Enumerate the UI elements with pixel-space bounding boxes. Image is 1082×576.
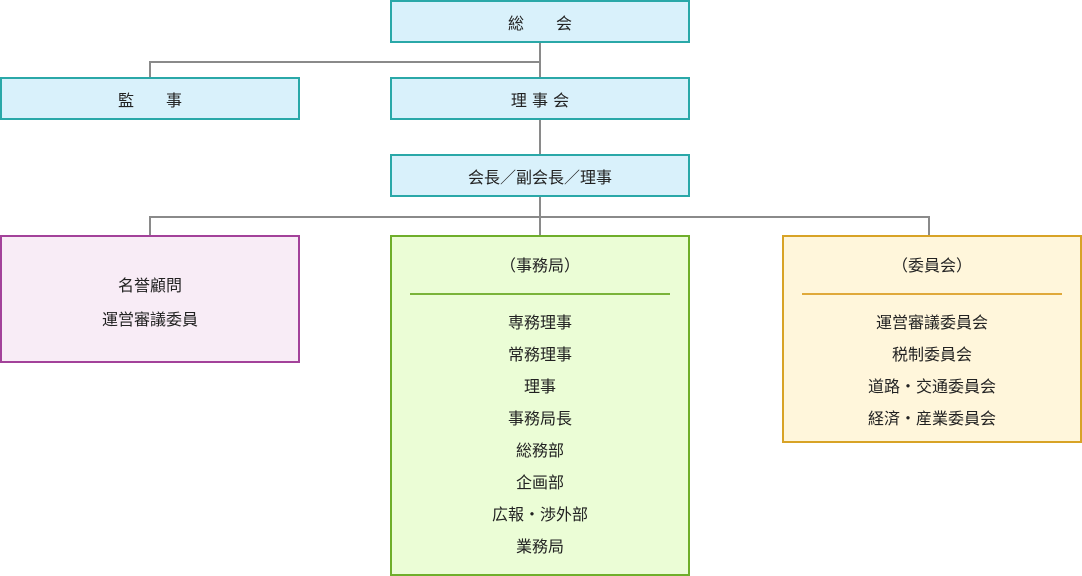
connector-assembly-to-board <box>539 42 541 78</box>
officers-box: 会長／副会長／理事 <box>390 154 690 197</box>
general-assembly-label: 総 会 <box>507 13 572 33</box>
auditor-label: 監 事 <box>117 90 182 110</box>
officers-label: 会長／副会長／理事 <box>467 167 612 187</box>
secretariat-item: 理事 <box>523 377 556 396</box>
secretariat-item: 事務局長 <box>507 409 572 428</box>
board-box: 理 事 会 <box>390 77 690 120</box>
secretariat-item: 専務理事 <box>507 313 572 332</box>
auditor-box: 監 事 <box>0 77 300 120</box>
committee-item: 経済・産業委員会 <box>867 409 996 428</box>
secretariat-item: 総務部 <box>515 441 564 460</box>
committee-item: 運営審議委員会 <box>875 313 988 332</box>
advisor-item: 運営審議委員 <box>101 310 198 329</box>
connector-advisors-drop <box>149 216 151 236</box>
committee-divider <box>802 293 1062 295</box>
secretariat-item: 企画部 <box>515 473 564 492</box>
board-label: 理 事 会 <box>510 90 570 110</box>
advisor-item: 名誉顧問 <box>117 276 182 295</box>
committee-item: 税制委員会 <box>891 345 972 364</box>
connector-committee-drop <box>928 216 930 236</box>
committee-panel: （委員会） 運営審議委員会 税制委員会 道路・交通委員会 経済・産業委員会 <box>782 235 1082 443</box>
secretariat-item: 広報・渉外部 <box>491 505 588 524</box>
secretariat-panel: （事務局） 専務理事 常務理事 理事 事務局長 総務部 企画部 広報・渉外部 業… <box>390 235 690 576</box>
advisors-panel: 名誉顧問 運営審議委員 <box>0 235 300 363</box>
committee-item: 道路・交通委員会 <box>867 377 996 396</box>
secretariat-divider <box>410 293 670 295</box>
secretariat-item: 常務理事 <box>507 345 572 364</box>
committee-title: （委員会） <box>891 256 972 275</box>
secretariat-title: （事務局） <box>499 256 580 275</box>
connector-auditor-drop <box>149 61 151 78</box>
general-assembly-box: 総 会 <box>390 0 690 43</box>
connector-bottom-branch <box>149 216 930 218</box>
connector-board-to-officers <box>539 119 541 155</box>
secretariat-item: 業務局 <box>515 537 564 556</box>
connector-auditor-branch <box>149 61 541 63</box>
